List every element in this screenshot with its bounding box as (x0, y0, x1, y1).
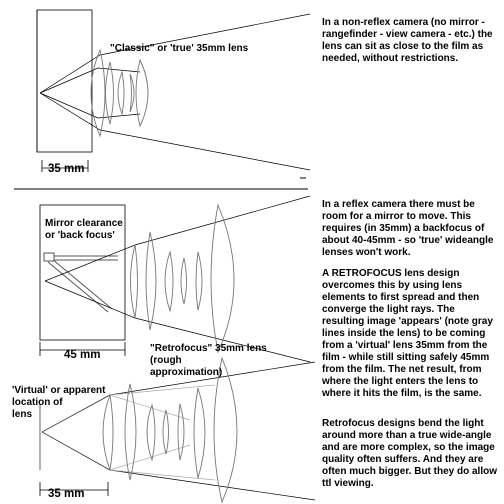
mirror-clearance-label-line1: Mirror clearance (45, 218, 123, 229)
light-rays-bottom (41, 361, 316, 501)
classic-lens-label: "Classic" or 'true' 35mm lens (110, 43, 249, 54)
mirror (43, 252, 118, 313)
retrofocus-label-line3: approximation) (150, 367, 223, 378)
classic-lens-diagram (36, 9, 311, 172)
dim-line-top (41, 160, 89, 172)
mirror-clearance-label-line2: or 'back focus' (45, 230, 115, 241)
retrofocus-label-line1: "Retrofocus" 35mm lens (150, 343, 267, 354)
paragraph-tradeoffs: Retrofocus designs bend the light around… (322, 418, 498, 489)
virtual-lens-diagram (39, 356, 316, 504)
dimension-label-bottom: 35 mm (48, 488, 85, 500)
dim-line-bottom (39, 482, 109, 496)
dim-line-middle (39, 342, 126, 356)
light-rays-top (39, 13, 311, 171)
retrofocus-diagram (39, 195, 311, 363)
paragraph-reflex: In a reflex camera there must be room fo… (322, 199, 494, 258)
camera-body-middle (39, 204, 126, 341)
lens-elements-top (90, 48, 149, 138)
virtual-lens-label-line2: location of (12, 397, 63, 408)
virtual-lens-label-line1: 'Virtual' or apparent (12, 385, 106, 396)
lens-elements-middle (130, 203, 235, 354)
dimension-label-middle: 45 mm (64, 349, 101, 361)
paragraph-non-reflex: In a non-reflex camera (no mirror - rang… (322, 17, 493, 64)
lens-elements-bottom (102, 356, 238, 504)
camera-body-top (36, 9, 93, 153)
virtual-ray-lines (109, 384, 216, 481)
dimension-label-top: 35 mm (48, 163, 85, 175)
virtual-lens-label-line3: lens (12, 409, 33, 420)
paragraph-retrofocus: A RETROFOCUS lens design overcomes this … (322, 268, 493, 399)
retrofocus-label-line2: (rough (150, 355, 182, 366)
